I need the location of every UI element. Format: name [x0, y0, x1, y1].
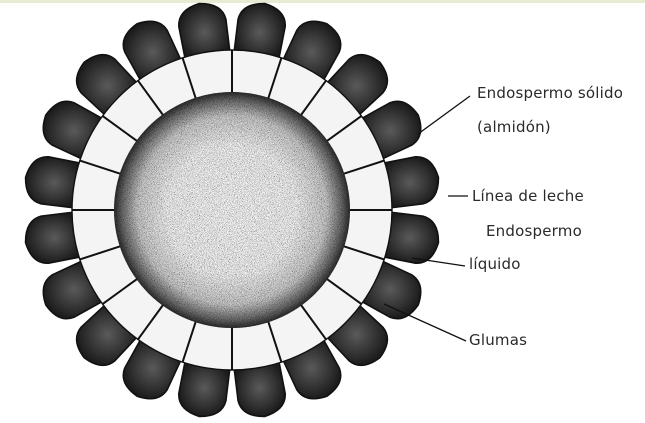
starch-core [114, 92, 350, 328]
label-glumes: Glumas [469, 331, 527, 349]
leader-line [418, 96, 470, 134]
label-solid-endosperm: Endospermo sólido [477, 84, 623, 102]
label-liquid: líquido [469, 255, 521, 273]
starch-core-fill [114, 92, 350, 328]
label-starch: (almidón) [477, 118, 551, 136]
leader-line [384, 304, 466, 341]
label-liquid-endosperm: Endospermo [486, 222, 582, 240]
label-milk-line: Línea de leche [472, 187, 584, 205]
